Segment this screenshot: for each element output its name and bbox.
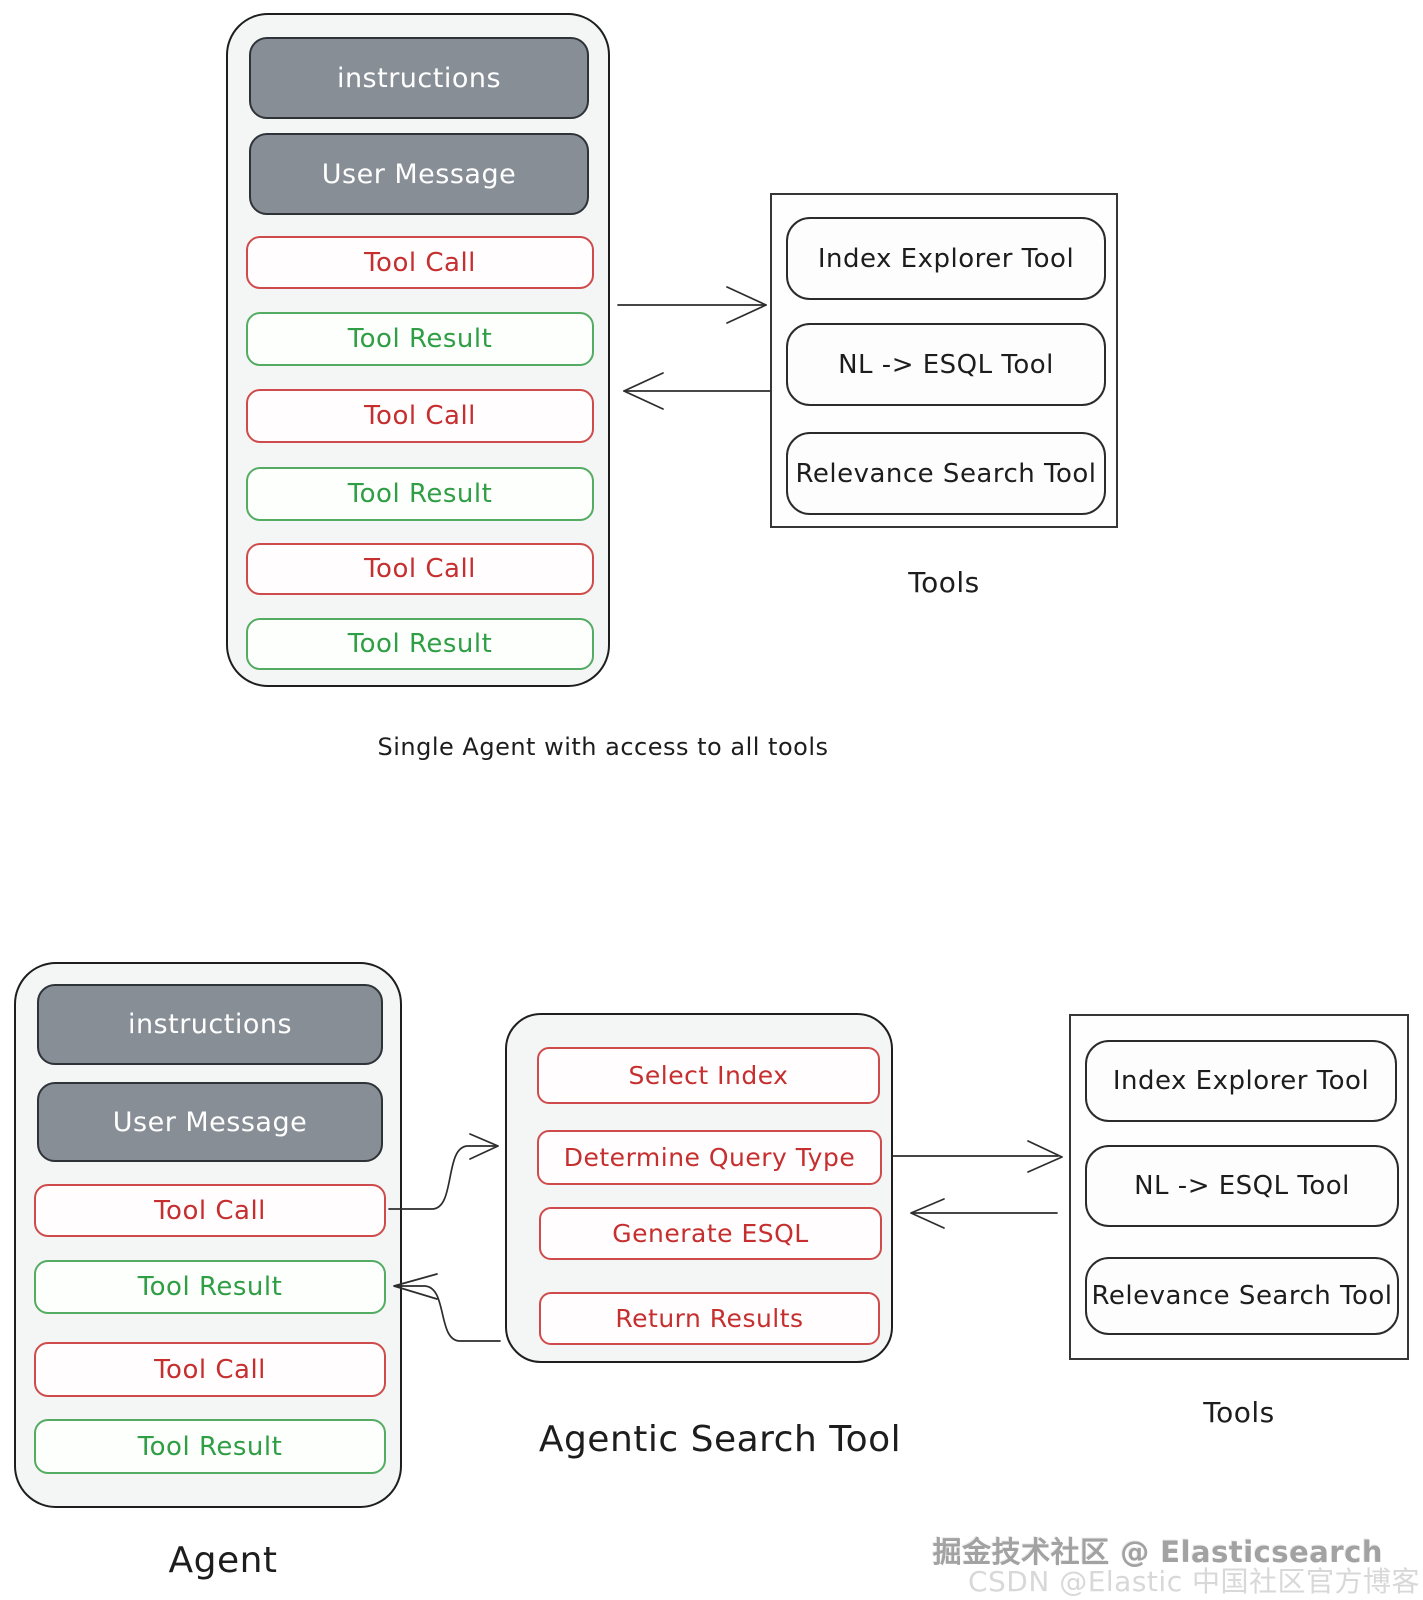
step-box-return-results: Return Results bbox=[539, 1292, 880, 1345]
message-box-tool-call: Tool Call bbox=[246, 236, 594, 289]
message-box-tool-result: Tool Result bbox=[34, 1260, 386, 1314]
message-box-instructions: instructions bbox=[37, 984, 383, 1065]
message-box-tool-result: Tool Result bbox=[246, 618, 594, 670]
arrow-tools-to-agentic-head bbox=[910, 1198, 945, 1229]
arrow-agent-to-tools-head bbox=[726, 286, 767, 324]
tools-label-bottom: Tools bbox=[1203, 1396, 1275, 1429]
message-box-tool-result: Tool Result bbox=[246, 312, 594, 366]
arrow-toolcall-to-agentic-line bbox=[388, 1145, 496, 1210]
agent-caption: Agent bbox=[168, 1540, 278, 1581]
tool-box-relevance-search: Relevance Search Tool bbox=[786, 432, 1106, 515]
tool-box-nl-esql: NL -> ESQL Tool bbox=[786, 323, 1106, 406]
message-box-tool-call: Tool Call bbox=[34, 1342, 386, 1397]
arrow-tools-to-agent-head bbox=[623, 372, 664, 410]
tools-container-top: Index Explorer Tool NL -> ESQL Tool Rele… bbox=[770, 193, 1118, 528]
tool-box-relevance-search: Relevance Search Tool bbox=[1085, 1257, 1399, 1335]
watermark-line1: 掘金技术社区 @ Elasticsearch bbox=[932, 1535, 1383, 1569]
message-box-tool-call: Tool Call bbox=[246, 543, 594, 595]
agentic-search-tool-caption: Agentic Search Tool bbox=[538, 1419, 902, 1460]
top-diagram-caption: Single Agent with access to all tools bbox=[377, 733, 829, 761]
agent-container: instructions User Message Tool Call Tool… bbox=[14, 962, 402, 1508]
message-box-tool-result: Tool Result bbox=[34, 1419, 386, 1474]
message-box-instructions: instructions bbox=[249, 37, 589, 119]
step-box-generate-esql: Generate ESQL bbox=[539, 1207, 882, 1260]
arrow-agentic-to-tools-head bbox=[1027, 1140, 1063, 1173]
message-box-user-message: User Message bbox=[249, 133, 589, 215]
single-agent-container: instructions User Message Tool Call Tool… bbox=[226, 13, 610, 687]
step-box-select-index: Select Index bbox=[537, 1047, 880, 1104]
message-box-tool-call: Tool Call bbox=[246, 389, 594, 443]
message-box-tool-result: Tool Result bbox=[246, 467, 594, 521]
arrow-agentic-to-toolresult-line bbox=[396, 1285, 501, 1342]
arrow-toolcall-to-agentic-head bbox=[469, 1133, 499, 1160]
tool-box-nl-esql: NL -> ESQL Tool bbox=[1085, 1145, 1399, 1227]
step-box-determine-query-type: Determine Query Type bbox=[537, 1130, 882, 1185]
message-box-user-message: User Message bbox=[37, 1082, 383, 1162]
tool-box-index-explorer: Index Explorer Tool bbox=[786, 217, 1106, 300]
watermark-line2: CSDN @Elastic 中国社区官方博客 bbox=[967, 1565, 1420, 1598]
tools-container-bottom: Index Explorer Tool NL -> ESQL Tool Rele… bbox=[1069, 1014, 1409, 1360]
tool-box-index-explorer: Index Explorer Tool bbox=[1085, 1040, 1397, 1122]
message-box-tool-call: Tool Call bbox=[34, 1184, 386, 1237]
agentic-search-tool-container: Select Index Determine Query Type Genera… bbox=[505, 1013, 893, 1363]
tools-label-top: Tools bbox=[908, 566, 980, 599]
